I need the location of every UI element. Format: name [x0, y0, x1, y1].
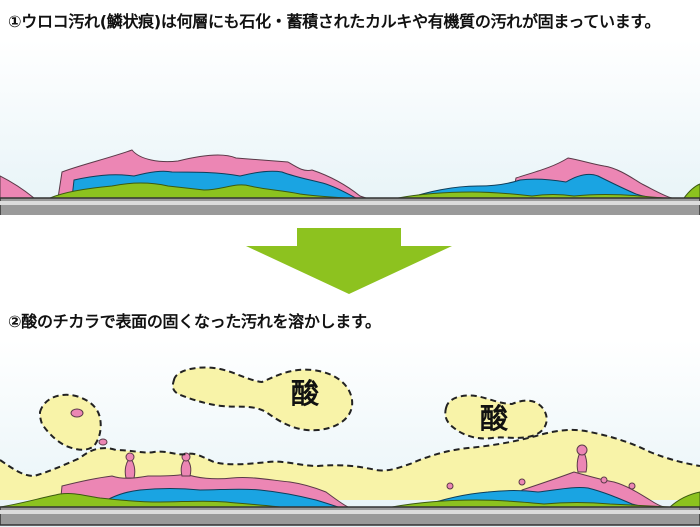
green-deposit-layer-right-dissolving: [391, 499, 671, 508]
acid-blob-2: [444, 394, 548, 440]
green-deposit-layer-left: [49, 182, 347, 199]
scale-deposit-illustration: [0, 149, 700, 215]
acid-label-2: 酸: [480, 402, 509, 435]
surface-bar: [0, 197, 700, 215]
panel-step-2: ②酸のチカラで表面の固くなった汚れを溶かします。 酸 酸: [0, 300, 700, 527]
panel-step-1: ①ウロコ汚れ(鱗状痕)は何層にも石化・蓄積されたカルキや有機質の汚れが固まってい…: [0, 0, 700, 215]
surface-bar-highlight: [0, 201, 700, 205]
green-deposit-right-edge-dissolving: [668, 491, 700, 508]
dissolving-drops: [124, 444, 636, 490]
surface-bar-highlight-step-2: [0, 510, 700, 514]
surface-bar-step-2: [0, 506, 700, 526]
green-deposit-layer-right: [397, 191, 669, 199]
down-arrow: [246, 228, 452, 294]
acid-label-1: 酸: [291, 377, 320, 410]
acid-blob-top-left: [38, 393, 102, 451]
acid-dissolving-illustration: 酸 酸: [0, 366, 700, 526]
step-2-caption: ②酸のチカラで表面の固くなった汚れを溶かします。: [8, 312, 381, 331]
green-deposit-right-edge: [682, 183, 700, 199]
acid-drop-hole: [70, 408, 84, 418]
acid-coating-outline: [0, 428, 700, 478]
green-deposit-layer-left-dissolving: [0, 493, 281, 508]
step-1-caption: ①ウロコ汚れ(鱗状痕)は何層にも石化・蓄積されたカルキや有機質の汚れが固まってい…: [8, 12, 661, 31]
acid-drop-hole-small: [98, 438, 108, 446]
acid-blob-1: [171, 366, 354, 432]
pink-deposit-left-edge: [0, 175, 36, 199]
